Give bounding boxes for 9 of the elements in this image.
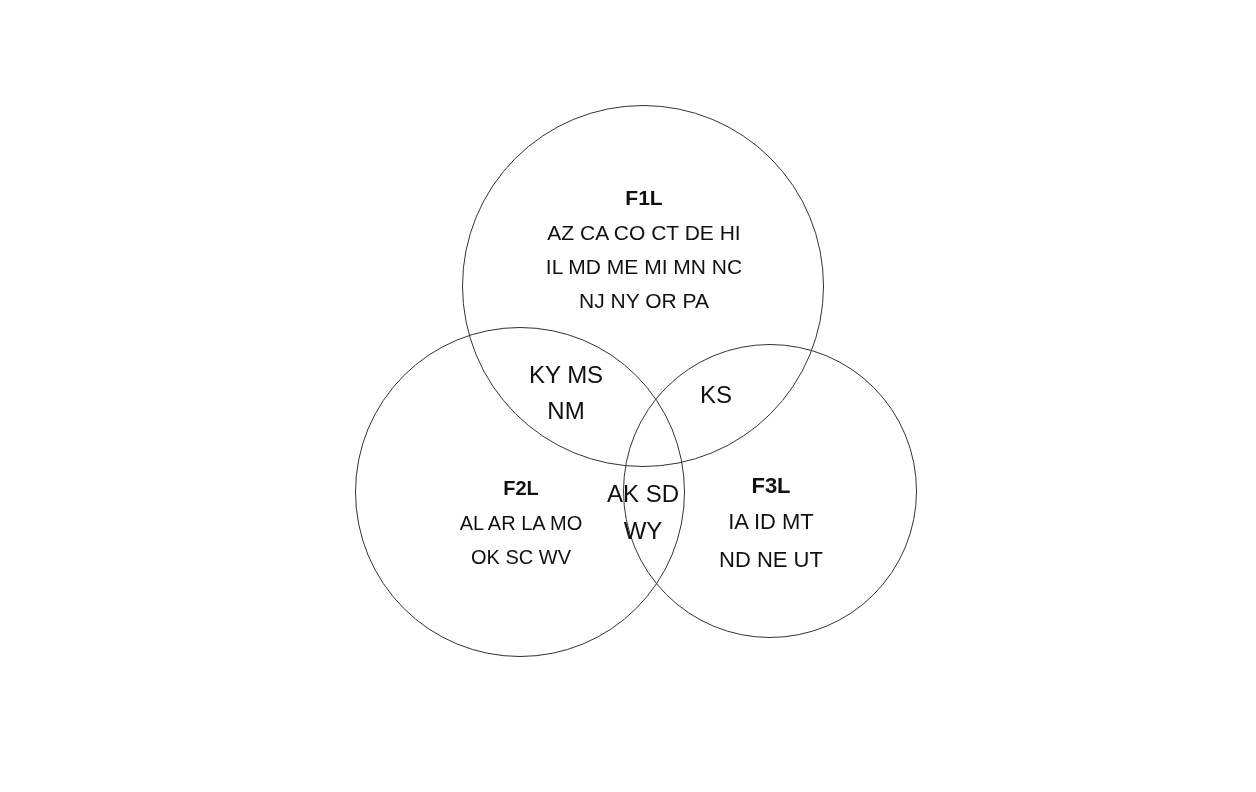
set-title: F3L — [750, 472, 792, 500]
set-members: IA ID MT ND NE UT — [718, 508, 824, 574]
set-title: F2L — [502, 476, 540, 501]
set-members: AZ CA CO CT DE HI IL MD ME MI MN NC NJ NY OR PA — [544, 220, 744, 314]
set-title: F1L — [624, 185, 664, 211]
set-members: AL AR LA MO OK SC WV — [458, 511, 584, 570]
overlap-label: KY MS NM — [527, 360, 605, 426]
overlap-label: KS — [699, 380, 733, 410]
overlap-label: AK SD WY — [606, 479, 680, 546]
